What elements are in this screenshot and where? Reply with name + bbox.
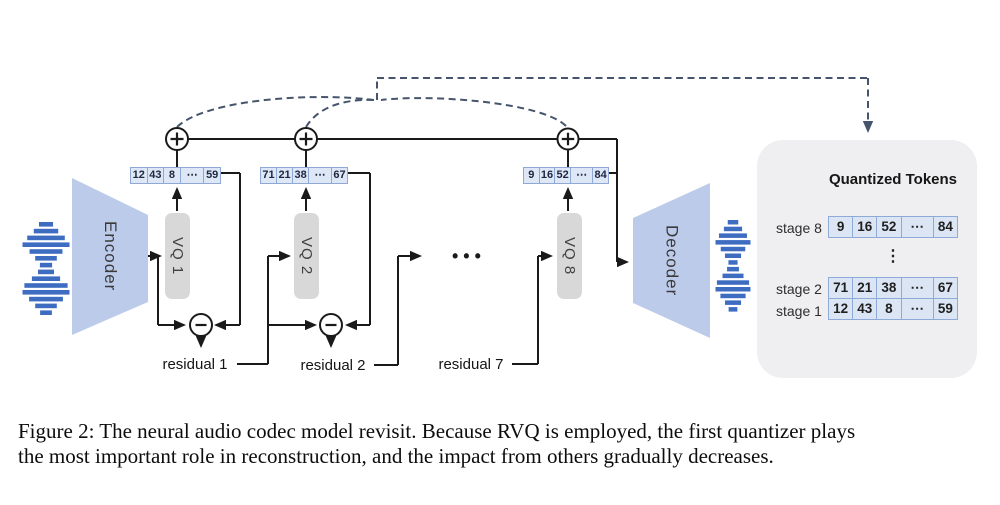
waveform-bar [27,235,65,241]
stage1-row-label: stage 1 [776,303,822,319]
waveform-bar [720,246,746,252]
token-cell: 52 [554,168,570,183]
token-cell: 59 [932,299,957,319]
token-cell: 84 [932,217,957,237]
token-cell: 8 [876,299,900,319]
token-cell: 21 [276,168,292,183]
waveform-bar [29,249,63,254]
caption-line2: the most important role in reconstructio… [18,444,774,468]
waveform-bar [33,228,59,234]
decoder-block: Decoder [633,183,710,338]
encoder-shape [72,178,148,335]
waveform-bar [727,266,739,272]
token-cell: 52 [876,217,900,237]
token-cell: 43 [146,168,164,183]
token-cell: ⋯ [900,278,933,298]
token-cell: ⋯ [900,299,933,319]
waveform-bar [39,262,53,268]
waveform-bar [31,276,61,281]
waveform-bar [727,220,739,225]
token-cell: 9 [836,219,845,235]
waveform-bar [29,296,63,302]
waveform-bar [722,273,744,279]
token-cell: 67 [932,278,957,298]
decoder-shape [633,183,710,338]
residual2-label: residual 2 [300,357,366,374]
token-cell: 8 [163,168,180,183]
stage8-row-label: stage 8 [776,220,822,236]
token-cell: 71 [262,169,275,181]
waveform-bar [38,222,54,227]
waveform-bar [715,287,751,292]
waveform-bar [35,256,57,261]
audio-waveform-icon-input [22,222,70,315]
token-cell: 9 [528,169,535,181]
audio-waveform-icon-output [715,220,751,312]
waveform-bar [724,253,742,258]
token-cell: ⋯ [308,168,331,183]
waveform-bar [728,307,738,312]
waveform-bar [715,240,751,245]
figure-caption: Figure 2: The neural audio codec model r… [18,419,993,469]
vq8-label: VQ 8 [561,236,578,276]
waveform-bar [719,233,747,238]
plus-glyphs [170,132,575,146]
token-cell: 84 [592,168,608,183]
stage2-row-label: stage 2 [776,281,822,297]
token-cell: 12 [132,169,145,181]
solid-connector-lines [148,138,629,366]
token-cell: 38 [292,168,308,183]
waveform-bar [40,310,52,315]
token-cell: 43 [852,299,876,319]
vq2-label: VQ 2 [298,236,315,276]
quantized-tokens-panel [757,140,977,378]
decoder-label: Decoder [662,224,682,297]
token-cell: 59 [203,168,220,183]
waveform-bar [716,280,750,285]
encoder-label: Encoder [101,221,120,292]
residual1-label: residual 1 [162,356,228,373]
waveform-bar [724,300,742,305]
vq2-block: VQ 2 [294,213,319,299]
stage-ellipsis: ••• [452,246,486,266]
quantized-tokens-title: Quantized Tokens [828,171,958,188]
dashed-token-collector-lines [176,77,874,133]
waveform-bar [24,283,68,288]
caption-line1: Figure 2: The neural audio codec model r… [18,419,856,443]
token-cell: 71 [833,280,849,296]
waveform-bar [22,290,70,295]
vq8-block: VQ 8 [557,213,582,299]
vq1-label: VQ 1 [169,236,186,276]
token-cell: 16 [538,168,555,183]
token-cell: ⋯ [179,168,204,183]
waveform-bar [35,303,57,309]
waveform-bar [22,242,70,247]
token-cell: 67 [330,168,347,183]
vq1-block: VQ 1 [165,213,190,299]
panel-vertical-ellipsis: ⋮ [885,248,901,265]
token-cell: 38 [876,278,900,298]
waveform-bar [38,269,54,275]
token-cell: ⋯ [900,217,933,237]
token-cell: 12 [833,301,849,317]
residual7-label: residual 7 [438,356,504,373]
waveform-bar [723,226,743,232]
subtractor-circles [189,313,343,337]
token-cell: 16 [852,217,876,237]
token-cell: 21 [852,278,876,298]
waveform-bar [720,293,746,299]
token-cell: ⋯ [570,168,592,183]
waveform-bar [728,260,738,265]
encoder-block: Encoder [72,178,148,335]
